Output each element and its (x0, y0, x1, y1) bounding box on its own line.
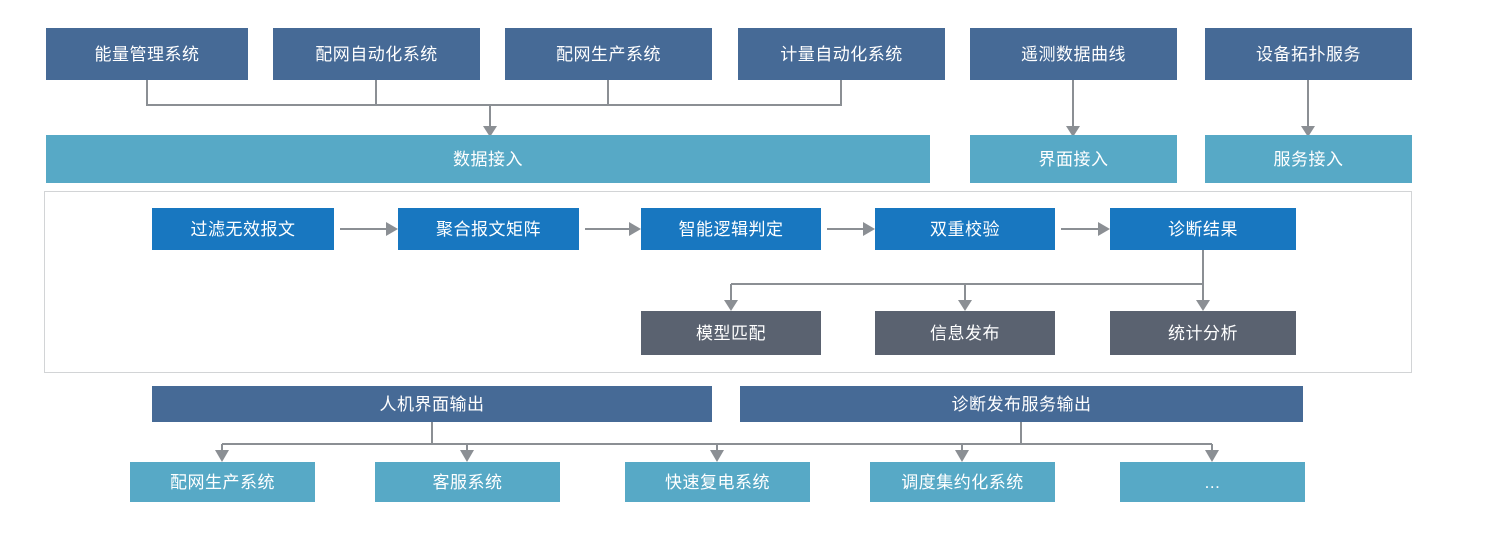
pipeline-box-label: 智能逻辑判定 (678, 219, 784, 239)
pipeline-box-intelligent-logic-decision[interactable]: 智能逻辑判定 (641, 208, 821, 250)
source-bus-connectors (146, 80, 842, 137)
action-box-statistical-analysis[interactable]: 统计分析 (1110, 311, 1296, 355)
sink-box-label: 配网生产系统 (170, 472, 275, 492)
action-box-label: 模型匹配 (696, 323, 766, 343)
source-box-label: 配网自动化系统 (315, 44, 438, 64)
output-box-label: 人机界面输出 (379, 394, 485, 414)
source-box-energy-management[interactable]: 能量管理系统 (46, 28, 248, 80)
output-box-hmi-output[interactable]: 人机界面输出 (152, 386, 712, 422)
output-box-label: 诊断发布服务输出 (951, 394, 1092, 414)
access-box-data-access[interactable]: 数据接入 (46, 135, 930, 183)
access-box-label: 服务接入 (1273, 149, 1344, 169)
sink-box-customer-service[interactable]: 客服系统 (375, 462, 560, 502)
processing-panel (44, 191, 1412, 373)
source-box-label: 设备拓扑服务 (1256, 44, 1361, 64)
action-box-label: 信息发布 (930, 323, 1000, 343)
pipeline-box-label: 过滤无效报文 (190, 219, 296, 239)
sink-box-more[interactable]: ... (1120, 462, 1305, 502)
pipeline-box-filter-invalid-messages[interactable]: 过滤无效报文 (152, 208, 334, 250)
source-box-label: 配网生产系统 (556, 44, 661, 64)
ui-access-connector (1066, 80, 1080, 137)
sink-box-label: 调度集约化系统 (901, 472, 1024, 492)
action-box-label: 统计分析 (1168, 323, 1238, 343)
sink-box-label: ... (1204, 472, 1221, 492)
access-box-ui-access[interactable]: 界面接入 (970, 135, 1177, 183)
source-box-telemetry-curve[interactable]: 遥测数据曲线 (970, 28, 1177, 80)
pipeline-box-aggregate-message-matrix[interactable]: 聚合报文矩阵 (398, 208, 579, 250)
source-box-label: 计量自动化系统 (780, 44, 903, 64)
source-box-label: 遥测数据曲线 (1021, 44, 1126, 64)
sink-box-rapid-power-restoration[interactable]: 快速复电系统 (625, 462, 810, 502)
access-box-service-access[interactable]: 服务接入 (1205, 135, 1412, 183)
sink-box-dispatch-intensive[interactable]: 调度集约化系统 (870, 462, 1055, 502)
source-box-metering-automation[interactable]: 计量自动化系统 (738, 28, 945, 80)
source-box-device-topology-service[interactable]: 设备拓扑服务 (1205, 28, 1412, 80)
output-box-diagnosis-publishing-service-output[interactable]: 诊断发布服务输出 (740, 386, 1303, 422)
sink-box-label: 客服系统 (432, 472, 503, 492)
sink-box-distribution-production[interactable]: 配网生产系统 (130, 462, 315, 502)
pipeline-box-label: 聚合报文矩阵 (436, 219, 541, 239)
pipeline-box-label: 诊断结果 (1168, 219, 1238, 239)
output-bus-connectors (215, 422, 1219, 462)
access-box-label: 数据接入 (453, 149, 523, 169)
sink-box-label: 快速复电系统 (665, 472, 770, 492)
pipeline-box-diagnosis-result[interactable]: 诊断结果 (1110, 208, 1296, 250)
pipeline-box-double-verification[interactable]: 双重校验 (875, 208, 1055, 250)
access-box-label: 界面接入 (1038, 149, 1109, 169)
source-box-label: 能量管理系统 (94, 44, 200, 64)
pipeline-box-label: 双重校验 (930, 219, 1000, 239)
source-box-distribution-production[interactable]: 配网生产系统 (505, 28, 712, 80)
source-box-distribution-automation[interactable]: 配网自动化系统 (273, 28, 480, 80)
action-box-information-publishing[interactable]: 信息发布 (875, 311, 1055, 355)
action-box-model-matching[interactable]: 模型匹配 (641, 311, 821, 355)
service-access-connector (1301, 80, 1315, 137)
